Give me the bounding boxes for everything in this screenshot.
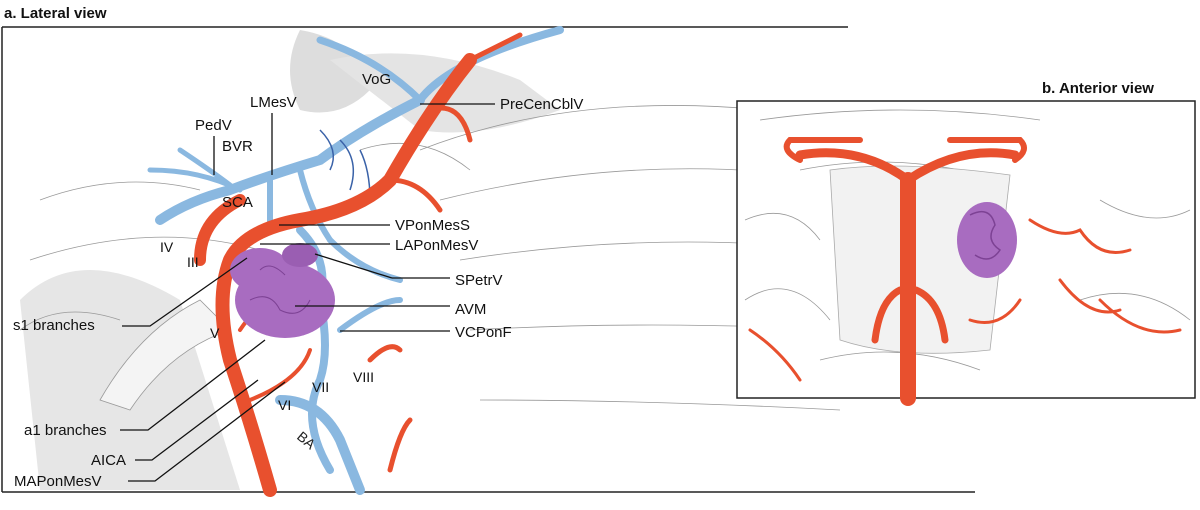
label-vponmess: VPonMesS xyxy=(395,217,470,234)
anterior-view-panel: b. Anterior view xyxy=(736,80,1196,406)
anterior-avm xyxy=(957,202,1017,278)
lateral-view-panel: a. Lateral view xyxy=(1,5,975,497)
arteries xyxy=(194,32,523,497)
label-pedv: PedV xyxy=(195,117,232,134)
label-bvr: BVR xyxy=(222,138,253,155)
panel-a-title: a. Lateral view xyxy=(4,5,107,22)
label-iii: III xyxy=(187,254,199,270)
label-viii: VIII xyxy=(353,369,374,385)
label-laponmesv: LAPonMesV xyxy=(395,237,478,254)
anterior-arteries xyxy=(748,137,1182,406)
label-vcponf: VCPonF xyxy=(455,324,512,341)
label-v: V xyxy=(210,325,220,341)
label-vog: VoG xyxy=(362,71,391,88)
avm-nidus xyxy=(230,243,335,338)
label-spetrv: SPetrV xyxy=(455,272,503,289)
label-vi: VI xyxy=(278,397,291,413)
trigeminal-nerve xyxy=(99,299,231,411)
panel-b-title: b. Anterior view xyxy=(1042,80,1154,97)
label-vii: VII xyxy=(312,379,329,395)
label-iv: IV xyxy=(160,239,174,255)
label-maponmesv: MAPonMesV xyxy=(14,473,102,490)
label-precencblv: PreCenCblV xyxy=(500,96,583,113)
label-aica: AICA xyxy=(91,452,126,469)
label-lmesv: LMesV xyxy=(250,94,297,111)
brain-region xyxy=(290,30,370,113)
label-a1-branches: a1 branches xyxy=(24,422,107,439)
label-avm: AVM xyxy=(455,301,486,318)
label-sca: SCA xyxy=(222,194,253,211)
label-s1-branches: s1 branches xyxy=(13,317,95,334)
